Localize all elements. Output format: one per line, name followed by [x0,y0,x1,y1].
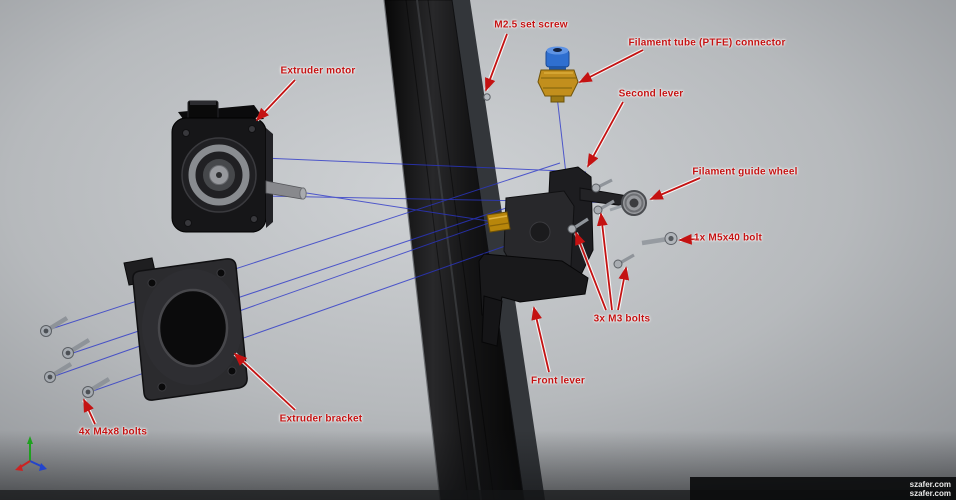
label-m3-bolts: 3x M3 bolts [593,313,651,325]
arrow-m4-bolts [82,398,97,425]
label-m25-set-screw: M2.5 set screw [494,19,568,31]
arrow-m25-set-screw [484,33,509,92]
label-second-lever: Second lever [618,88,684,100]
label-m5-bolt: 1x M5x40 bolt [693,232,763,244]
axis-triad-icon [15,436,47,471]
bottom-strip [0,490,956,500]
arrow-second-lever [586,101,625,168]
brass-fitting [486,211,511,233]
arrow-m3-bolt-1 [574,231,608,311]
m5-bolt-graphic [641,232,678,246]
extrusion-beam [383,0,545,500]
m3-bolts-graphic [567,178,635,269]
m4-bolts-graphic [40,316,111,398]
set-screw-graphic [483,93,491,101]
filament-guide-wheel-graphic [609,190,647,216]
arrow-m3-bolt-2 [596,212,614,311]
label-filament-tube-connector: Filament tube (PTFE) connector [628,37,786,49]
front-lever-graphic [478,253,589,319]
label-extruder-motor: Extruder motor [280,65,356,77]
label-filament-guide-wheel: Filament guide wheel [692,166,798,178]
watermark-line-2: szafer.com [909,489,951,498]
bottom-right-dark [690,477,956,500]
extruder-motor-graphic [171,100,307,233]
arrow-filament-tube-connector [578,48,644,84]
arrow-front-lever [531,306,551,373]
label-extruder-bracket: Extruder bracket [279,413,363,425]
arrow-extruder-motor [255,78,297,122]
extruder-bracket-graphic [123,257,248,401]
label-front-lever: Front lever [531,375,585,387]
arrow-filament-guide-wheel [649,176,701,201]
label-m4-bolts: 4x M4x8 bolts [78,426,148,438]
watermark-line-1: szafer.com [909,480,951,489]
ptfe-connector-graphic [537,46,579,103]
watermark: szafer.com szafer.com [910,480,951,498]
bracket-motor-hole [157,288,229,368]
annotation-arrows [82,33,701,425]
arrow-extruder-bracket [233,352,297,412]
arrow-m5-bolt [678,233,700,245]
arrow-m3-bolt-3 [616,266,630,311]
